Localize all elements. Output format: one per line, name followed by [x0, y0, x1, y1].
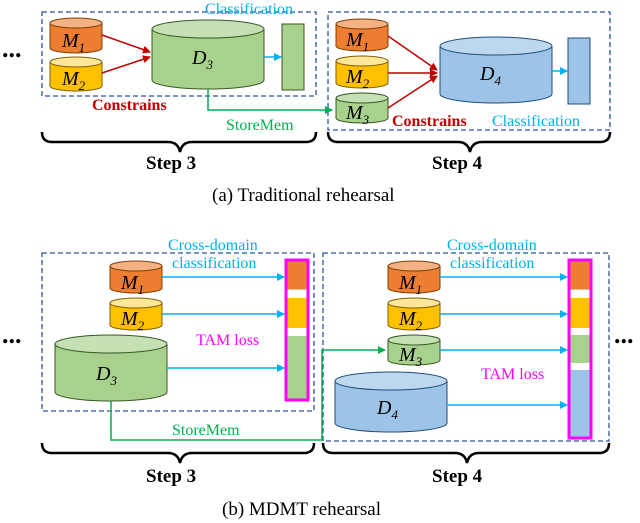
tam-loss-label-step3: TAM loss [196, 332, 259, 349]
dataset-d4-cylinder-bottom: D4 [334, 371, 448, 433]
m1-step4-base: M [345, 29, 364, 51]
m1-sub: 1 [79, 40, 86, 55]
d4-base: D [479, 63, 495, 85]
brace-step3-top [40, 131, 318, 153]
b-m2r-sub: 2 [416, 318, 423, 333]
arrow-m1-to-d4 [387, 35, 438, 71]
svg-text:D3: D3 [95, 363, 117, 388]
memory-m1-cylinder-step4-bottom: M1 [387, 260, 441, 297]
b-m3r-sub: 3 [415, 354, 423, 369]
memory-m1-cylinder-step4: M1 [335, 18, 389, 54]
constrains-label-step3: Constrains [92, 97, 167, 114]
svg-text:M1: M1 [61, 30, 85, 55]
memory-m1-cylinder: M1 [49, 17, 103, 55]
ellipsis-right-bottom: ... [614, 320, 634, 349]
b-m1-sub: 1 [138, 282, 145, 297]
b-m3r-base: M [398, 344, 417, 366]
step3-label-top: Step 3 [146, 153, 196, 174]
step4-label-top: Step 4 [432, 153, 483, 174]
step3-dashed-box [41, 11, 317, 97]
classification-label-step3: Classification [205, 1, 293, 18]
m2-step4-base: M [345, 66, 364, 88]
d3-sub: 3 [205, 57, 213, 72]
m3-sub: 3 [362, 112, 370, 127]
classifier-bar-step3 [281, 23, 305, 91]
svg-text:M3: M3 [398, 344, 423, 369]
svg-text:M2: M2 [120, 308, 145, 333]
svg-text:M1: M1 [120, 272, 144, 297]
dataset-d3-cylinder-bottom: D3 [54, 334, 168, 402]
storemem-label-bottom: StoreMem [172, 422, 240, 439]
memory-m2-cylinder-step4: M2 [335, 55, 389, 91]
b-d4-sub: 4 [391, 407, 398, 422]
b-d3-sub: 3 [109, 373, 117, 388]
classification-label-step4: Classification [492, 113, 580, 130]
svg-text:D3: D3 [191, 47, 213, 72]
arrow-storemem-bottom [110, 346, 386, 441]
svg-text:D4: D4 [479, 63, 501, 88]
memory-m2-cylinder-step4-bottom: M2 [387, 297, 441, 333]
b-d4-base: D [376, 397, 392, 419]
constrains-label-step4: Constrains [392, 113, 467, 130]
storemem-label-top: StoreMem [226, 117, 294, 134]
memory-m3-cylinder-step4-bottom: M3 [387, 334, 441, 369]
panel-traditional: ... M1 M2 D3 Classification Constrain [2, 1, 612, 206]
svg-text:D4: D4 [376, 397, 398, 422]
memory-m3-cylinder-step4: M3 [335, 92, 389, 127]
cross-domain-label-step3-line1: Cross-domain [168, 237, 258, 254]
d4-sub: 4 [494, 73, 501, 88]
b-m2r-base: M [398, 308, 417, 330]
classifier-bar-step4 [567, 37, 591, 105]
tam-loss-label-step4: TAM loss [481, 366, 544, 383]
arrow-storemem-top [207, 89, 333, 114]
m1-base: M [61, 30, 80, 52]
dataset-d4-cylinder: D4 [439, 36, 553, 104]
svg-text:M2: M2 [345, 66, 370, 91]
step4-dashed-box [327, 11, 611, 131]
step4-dashed-box-bottom [322, 252, 610, 442]
cross-domain-label-step3-line2: classification [172, 255, 256, 272]
classifier-bar-step3-bottom [284, 258, 310, 402]
b-m1r-base: M [398, 272, 417, 294]
panel-mdmt: ... ... Cross-domain classification Cros… [2, 237, 634, 520]
brace-step3-bottom [40, 442, 316, 464]
m1-step4-sub: 1 [363, 39, 370, 54]
memory-m2-cylinder-bottom: M2 [109, 297, 163, 333]
caption-b: (b) MDMT rehearsal [222, 499, 381, 520]
arrow-m1-to-d3 [101, 34, 151, 54]
cross-domain-label-step4-line2: classification [450, 255, 534, 272]
b-m1r-sub: 1 [416, 282, 423, 297]
b-m1-base: M [120, 272, 139, 294]
b-d3-base: D [95, 363, 111, 385]
memory-m1-cylinder-bottom: M1 [109, 260, 163, 297]
classifier-bar-step4-bottom [567, 258, 593, 440]
svg-text:M2: M2 [398, 308, 423, 333]
caption-a: (a) Traditional rehearsal [212, 185, 395, 206]
cross-domain-label-step4-line1: Cross-domain [447, 237, 537, 254]
svg-text:M2: M2 [61, 68, 86, 93]
brace-step4-bottom [321, 442, 611, 464]
m3-base: M [345, 102, 364, 124]
b-m2-sub: 2 [138, 318, 145, 333]
step3-dashed-box-bottom [41, 252, 315, 412]
memory-m2-cylinder: M2 [49, 56, 103, 93]
ellipsis-left: ... [2, 34, 22, 63]
svg-text:M1: M1 [345, 29, 369, 54]
arrow-m2-to-d3 [101, 55, 151, 74]
step4-label-bottom: Step 4 [432, 466, 483, 487]
ellipsis-left-bottom: ... [2, 320, 22, 349]
m2-base: M [61, 68, 80, 90]
step3-label-bottom: Step 3 [146, 466, 196, 487]
arrow-m3-to-d4 [387, 75, 438, 109]
m2-step4-sub: 2 [363, 76, 370, 91]
brace-step4-top [326, 131, 612, 153]
svg-text:M1: M1 [398, 272, 422, 297]
dataset-d3-cylinder: D3 [151, 19, 265, 90]
b-m2-base: M [120, 308, 139, 330]
m2-sub: 2 [79, 78, 86, 93]
svg-text:M3: M3 [345, 102, 370, 127]
d3-base: D [191, 47, 207, 69]
